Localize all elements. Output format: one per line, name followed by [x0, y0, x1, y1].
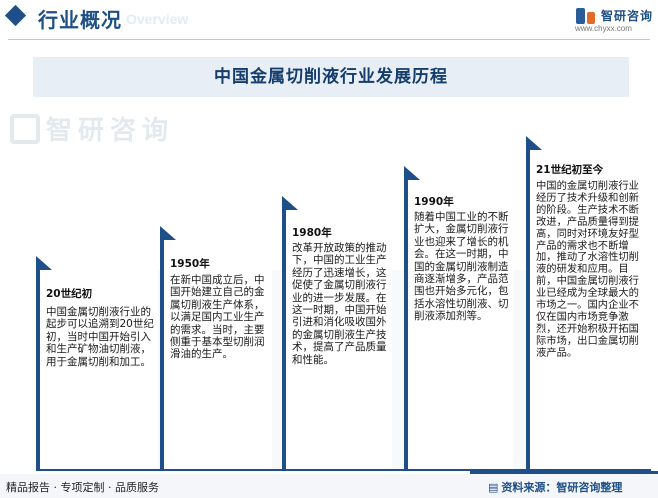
step-bar	[526, 150, 530, 469]
section-subtitle: Overview	[126, 11, 189, 27]
brand-logo: 智研咨询	[576, 7, 653, 24]
step-year: 20世纪初	[46, 288, 93, 300]
step-text: 改革开放政策的推动下，中国的工业生产经历了迅速增长，这促使了金属切削液行业的进一…	[292, 242, 387, 366]
brand-logo-icon	[576, 7, 596, 24]
footer-accent	[470, 471, 658, 474]
header-divider	[8, 39, 650, 40]
source-text: 资料来源：智研咨询整理	[501, 481, 623, 494]
step-text: 中国的金属切削液行业经历了技术升级和创新的阶段。生产技术不断改进，产品质量得到提…	[536, 180, 639, 359]
brand-name: 智研咨询	[601, 9, 654, 23]
step-corner	[282, 196, 298, 210]
step-year: 21世纪初至今	[536, 164, 604, 176]
step-year: 1990年	[414, 196, 454, 208]
timeline-step: 1950年 在新中国成立后，中国开始建立自己的金属切削液生产体系，以满足国内工业…	[160, 226, 272, 469]
watermark-logo-icon	[10, 113, 40, 144]
step-bar	[282, 210, 286, 469]
watermark: 智研咨询	[10, 110, 174, 147]
section-title: 行业概况	[38, 8, 122, 32]
step-corner	[404, 166, 420, 180]
step-year: 1980年	[292, 227, 332, 239]
step-bar	[404, 180, 408, 469]
timeline-step: 20世纪初 中国金属切削液行业的起步可以追溯到20世纪初，当时中国开始引入和生产…	[36, 256, 158, 469]
footer-source: ▤ 资料来源：智研咨询整理	[488, 479, 622, 495]
step-bar	[160, 240, 164, 469]
step-text: 中国金属切削液行业的起步可以追溯到20世纪初，当时中国开始引入和生产矿物油切削液…	[46, 306, 154, 368]
step-corner	[160, 226, 176, 240]
timeline-step: 1990年 随着中国工业的不断扩大，金属切削液行业也迎来了增长的机会。在这一时期…	[404, 166, 514, 469]
brand-url: www.chyxx.com	[575, 24, 632, 33]
step-bar	[36, 270, 40, 469]
main-title: 中国金属切削液行业发展历程	[214, 67, 448, 87]
stairs-baseline	[36, 469, 651, 471]
step-text: 在新中国成立后，中国开始建立自己的金属切削液生产体系，以满足国内工业生产的需求。…	[170, 274, 265, 361]
main-title-band: 中国金属切削液行业发展历程	[33, 57, 629, 97]
timeline-step: 1980年 改革开放政策的推动下，中国的工业生产经历了迅速增长，这促使了金属切削…	[282, 196, 392, 469]
timeline-step: 21世纪初至今 中国的金属切削液行业经历了技术升级和创新的阶段。生产技术不断改进…	[526, 136, 651, 469]
step-corner	[36, 256, 52, 270]
document-icon: ▤	[488, 480, 499, 494]
diamond-icon	[4, 4, 27, 27]
step-year: 1950年	[170, 258, 210, 270]
footer-bar	[0, 474, 658, 498]
header: 行业概况 Overview 智研咨询 www.chyxx.com	[0, 0, 658, 44]
step-text: 随着中国工业的不断扩大，金属切削液行业也迎来了增长的机会。在这一时期，中国的金属…	[414, 211, 509, 323]
step-corner	[526, 136, 542, 150]
footer-slogan: 精品报告 · 专项定制 · 品质服务	[6, 481, 159, 494]
